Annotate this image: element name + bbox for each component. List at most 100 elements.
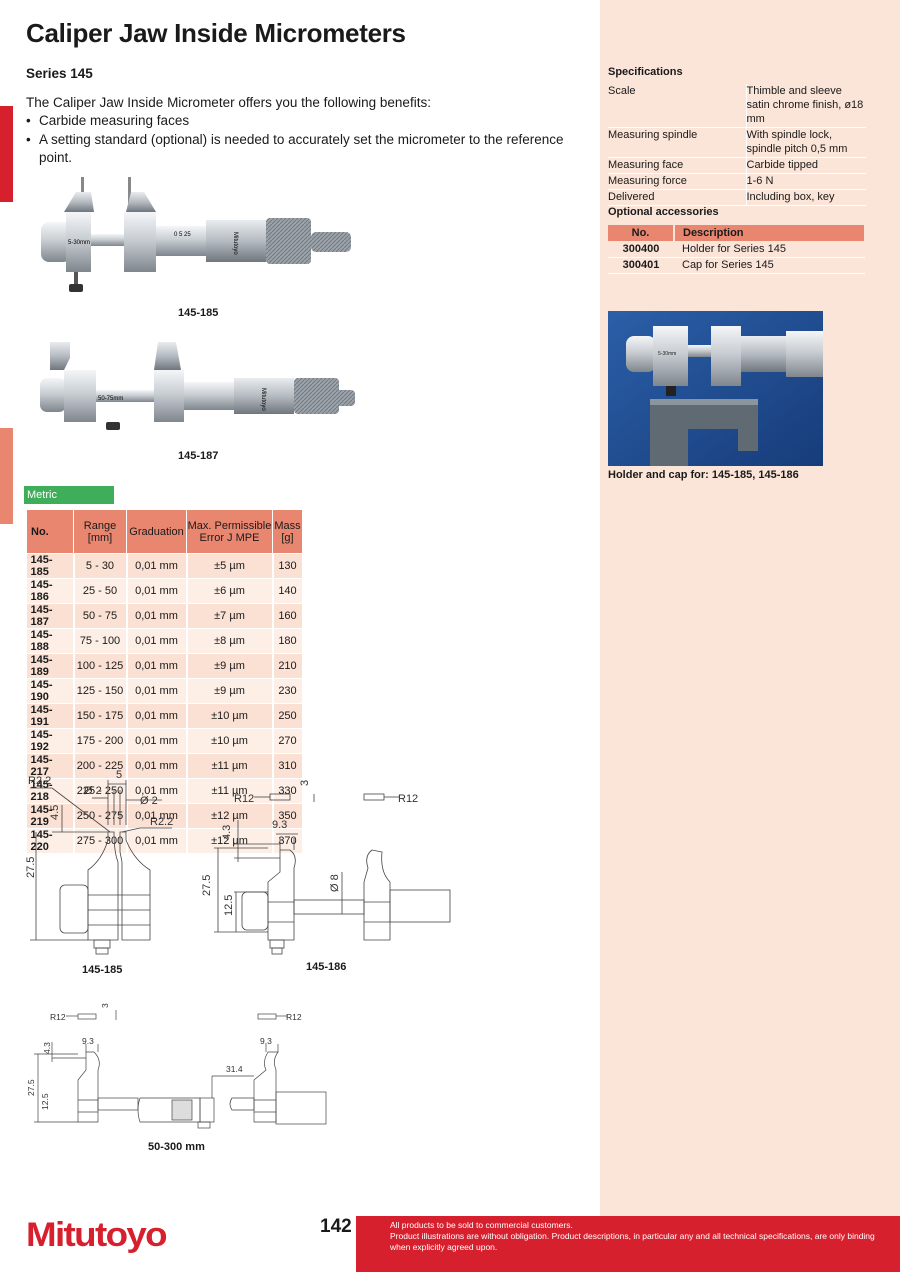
table-cell: 350 [272, 803, 304, 829]
col-header: Max. Permissible Error J MPE [186, 509, 273, 554]
table-cell: 125 - 150 [73, 678, 128, 704]
table-cell: 0,01 mm [126, 703, 188, 729]
drawing-50-300: R12 3 R12 9.3 9.3 4.3 27.5 12.5 31.4 [26, 1003, 327, 1129]
table-cell: 0,01 mm [126, 803, 188, 829]
table-cell: 200 - 225 [73, 753, 128, 779]
table-cell: 300400 [608, 241, 674, 258]
table-cell: Cap for Series 145 [674, 257, 865, 274]
svg-text:4.3: 4.3 [221, 825, 233, 840]
table-cell: 250 - 275 [73, 803, 128, 829]
svg-text:Ø 8: Ø 8 [329, 874, 341, 892]
edge-tab-red [0, 106, 13, 202]
metric-table: No. Range [mm] Graduation Max. Permissib… [26, 509, 304, 854]
holder-photo: 5-30mm [608, 311, 823, 466]
table-cell: 310 [272, 753, 304, 779]
svg-text:9.3: 9.3 [82, 1036, 94, 1046]
svg-text:Mitutoyo: Mitutoyo [232, 232, 238, 255]
table-cell: 0,01 mm [126, 603, 188, 629]
micrometer-photo-1: 5-30mm 0 5 25 Mitutoyo [41, 177, 351, 292]
svg-text:5-30mm: 5-30mm [68, 240, 90, 246]
benefit-list: •Carbide measuring faces •A setting stan… [26, 112, 596, 168]
table-cell: 0,01 mm [126, 628, 188, 654]
photo-caption-2: 145-187 [178, 450, 219, 462]
svg-text:R2.2: R2.2 [150, 816, 173, 828]
table-cell: ±9 µm [186, 653, 274, 679]
svg-text:R12: R12 [398, 793, 418, 805]
table-cell: Measuring face [608, 157, 746, 174]
col-header: Mass [g] [272, 509, 303, 554]
svg-text:R12: R12 [286, 1012, 302, 1022]
intro-text: The Caliper Jaw Inside Micrometer offers… [26, 95, 431, 110]
svg-text:R2.2: R2.2 [28, 775, 51, 787]
table-cell: Delivered [608, 189, 746, 206]
table-cell: 0,01 mm [126, 753, 188, 779]
svg-text:31.4: 31.4 [226, 1064, 243, 1074]
col-header: No. [608, 225, 675, 241]
table-cell: 145-191 [26, 703, 75, 729]
svg-text:12.5: 12.5 [223, 895, 235, 916]
svg-text:Ø 2: Ø 2 [84, 785, 102, 797]
table-cell: 140 [272, 578, 304, 604]
table-cell: 0,01 mm [126, 728, 188, 754]
footer-notice: All products to be sold to commercial cu… [390, 1220, 875, 1252]
table-cell: 145-217 [26, 753, 75, 779]
col-header: No. [26, 509, 74, 554]
drawing-145-185: R2.2 5 Ø 2 Ø 2 R2.2 4.5 27.5 [25, 770, 173, 955]
table-cell: 0,01 mm [126, 578, 188, 604]
table-cell: 145-185 [26, 553, 75, 579]
drawing-caption-2: 145-186 [306, 961, 347, 973]
table-cell: 145-187 [26, 603, 75, 629]
mitutoyo-logo: Mitutoyo [26, 1216, 168, 1254]
table-cell: 5 - 30 [73, 553, 128, 579]
table-cell: Measuring spindle [608, 127, 746, 158]
table-cell: ±11 µm [186, 778, 274, 804]
table-cell: 230 [272, 678, 304, 704]
table-cell: 130 [272, 553, 304, 579]
table-cell: 210 [272, 653, 304, 679]
col-header: Description [674, 225, 866, 241]
drawing-145-186: R12 3 R12 9.3 4.3 27.5 12.5 Ø 8 [201, 780, 451, 955]
drawing-caption-1: 145-185 [82, 964, 123, 976]
table-cell: 25 - 50 [73, 578, 128, 604]
svg-text:27.5: 27.5 [201, 875, 213, 896]
holder-caption: Holder and cap for: 145-185, 145-186 [608, 469, 799, 481]
table-cell: 225 - 250 [73, 778, 128, 804]
footer-bar [356, 1216, 900, 1272]
svg-text:R12: R12 [234, 793, 254, 805]
svg-text:50-75mm: 50-75mm [98, 396, 123, 402]
table-cell: 250 [272, 703, 304, 729]
specs-title: Specifications [608, 66, 683, 78]
table-cell: 150 - 175 [73, 703, 128, 729]
table-cell: 300401 [608, 257, 674, 274]
svg-text:27.5: 27.5 [25, 857, 37, 878]
table-cell: ±10 µm [186, 703, 274, 729]
table-cell: ±12 µm [186, 828, 274, 854]
svg-text:0 5 25: 0 5 25 [174, 232, 191, 238]
list-item: •Carbide measuring faces [26, 113, 190, 128]
table-cell: ±11 µm [186, 753, 274, 779]
svg-text:5: 5 [116, 770, 122, 781]
table-cell: 1-6 N [745, 173, 866, 190]
series-label: Series 145 [26, 66, 93, 81]
table-cell: 0,01 mm [126, 678, 188, 704]
table-cell: ±8 µm [186, 628, 274, 654]
page-number: 142 [320, 1216, 352, 1237]
table-cell: Thimble and sleeve satin chrome finish, … [745, 84, 866, 128]
micrometer-photo-2: 50-75mm Mitutoyo [40, 342, 355, 430]
table-cell: ±6 µm [186, 578, 274, 604]
svg-text:4.5: 4.5 [49, 805, 61, 820]
